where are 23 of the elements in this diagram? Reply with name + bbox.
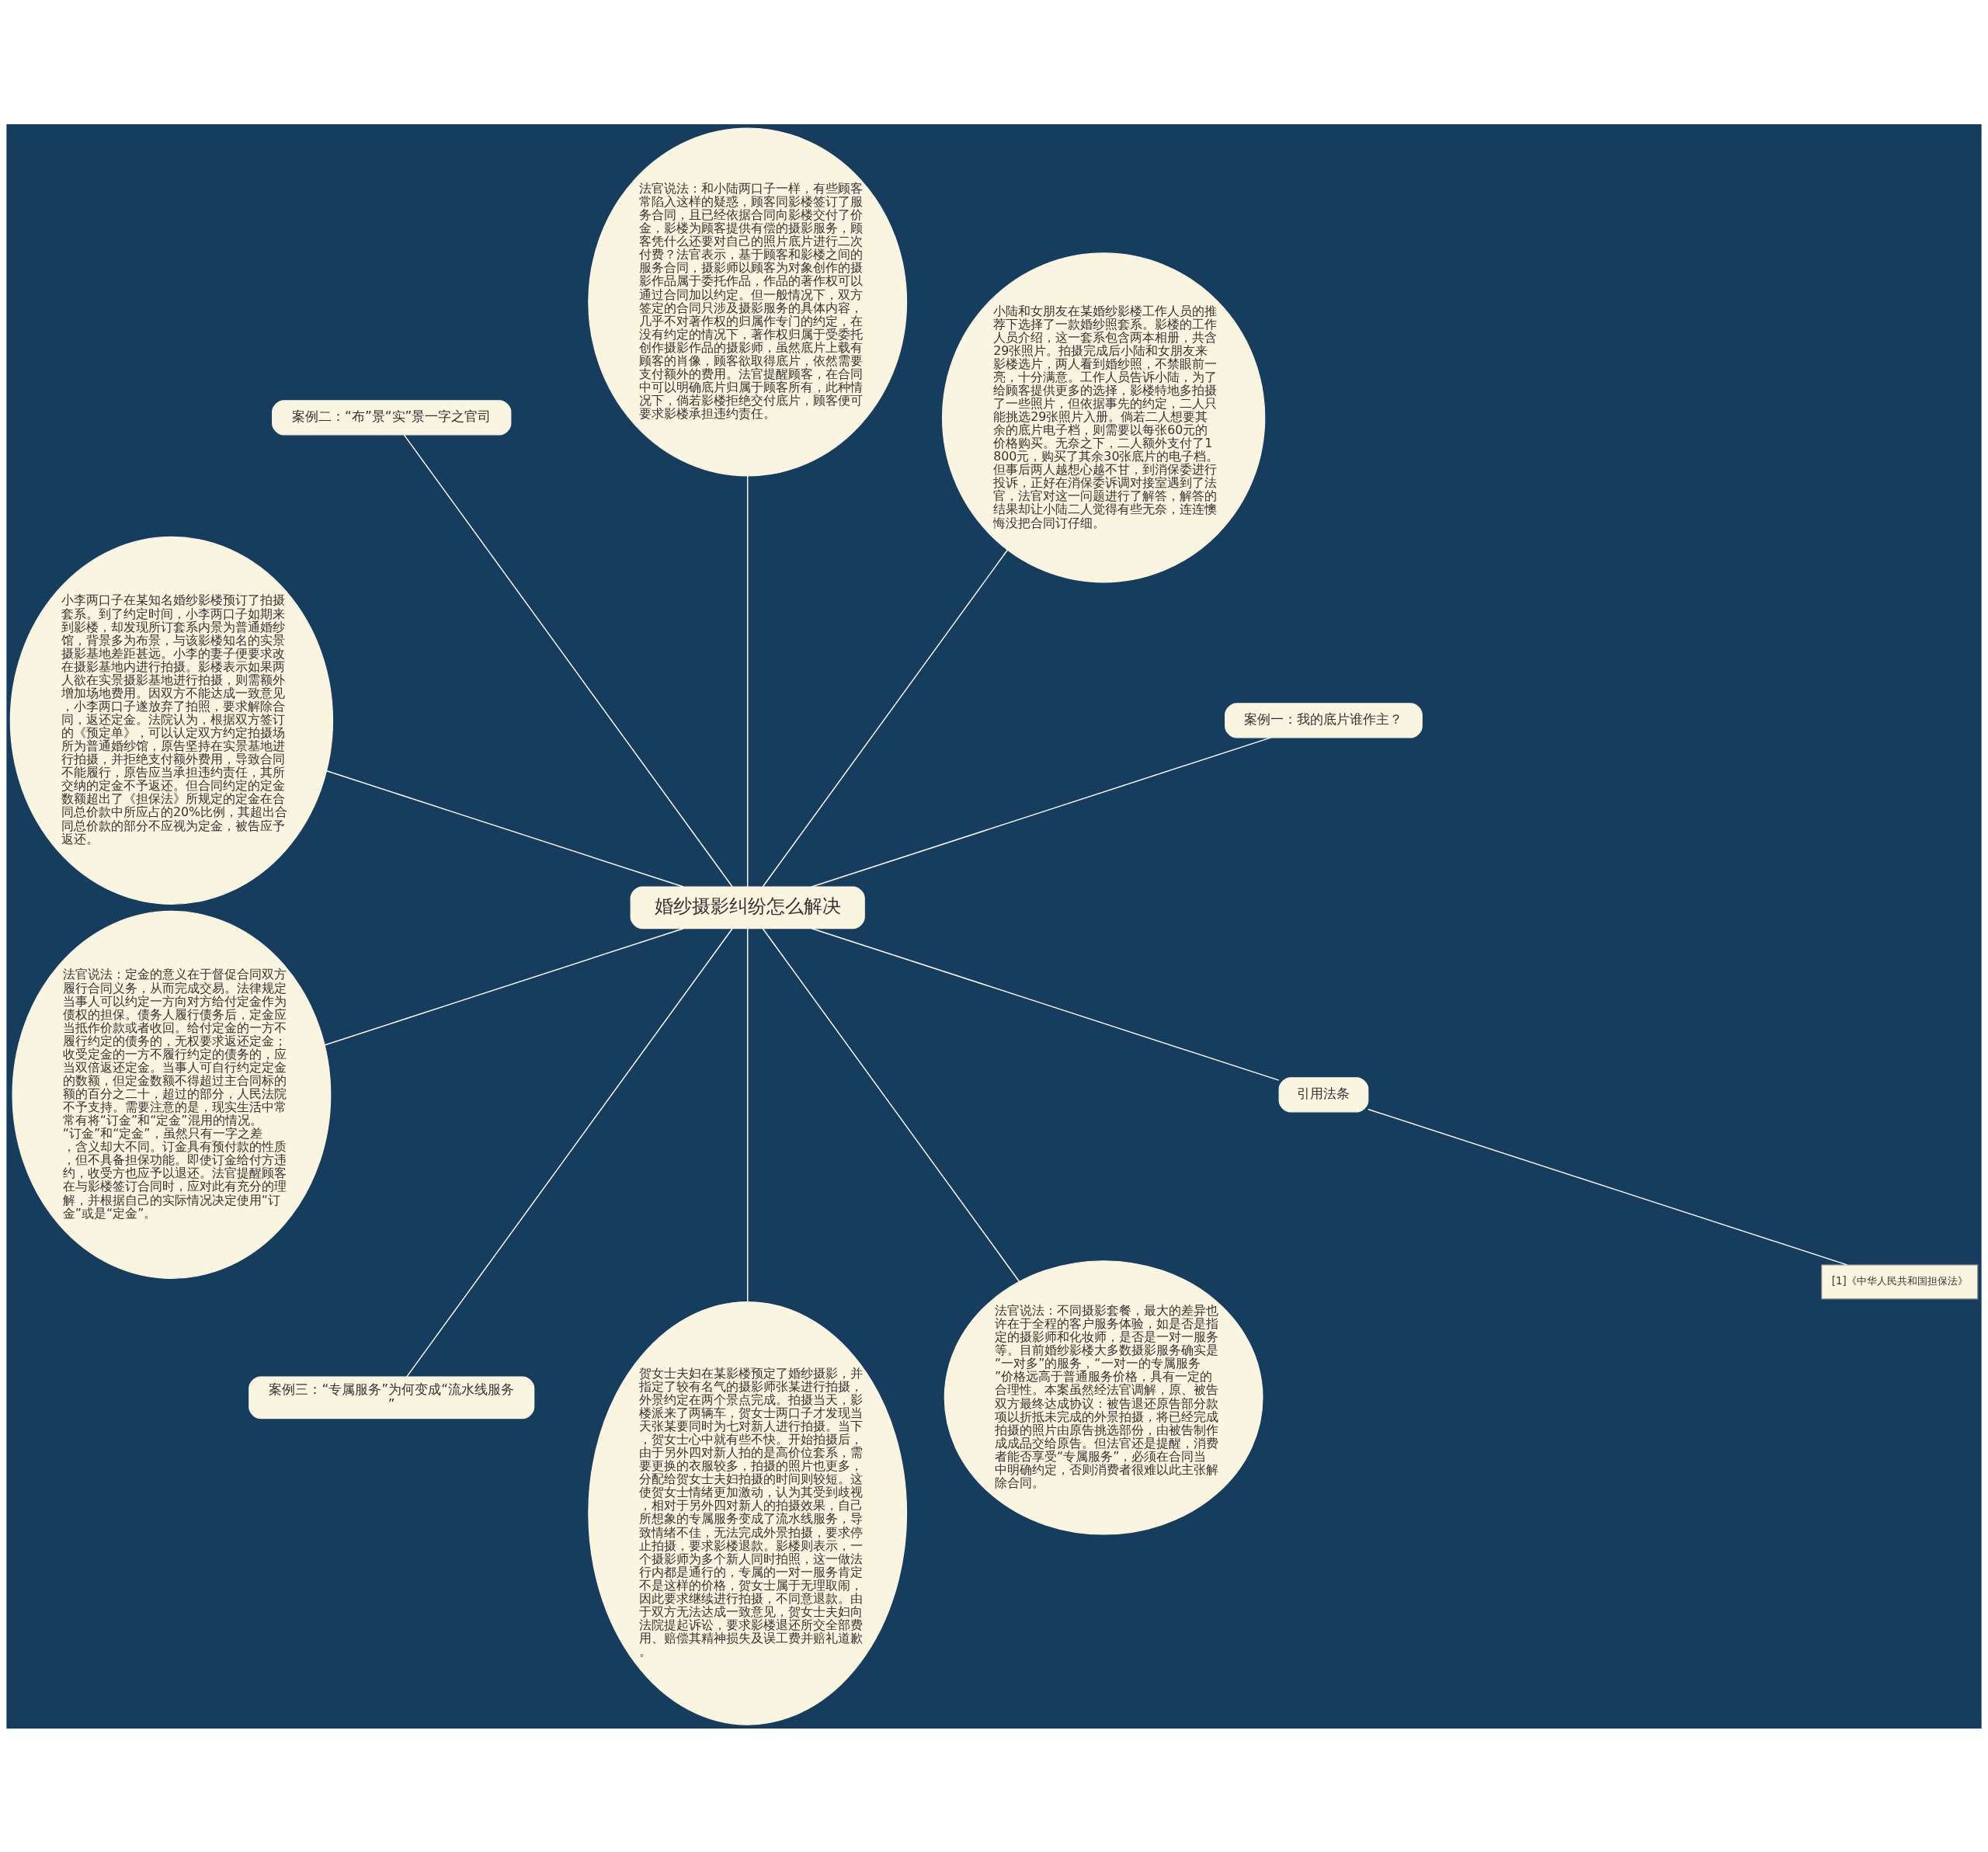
connector [762, 549, 1009, 887]
node-box: 婚纱摄影纠纷怎么解决 [630, 885, 865, 929]
node-ellipse: 法官说法：定金的意义在于督促合同双方履行合同义务，从而完成交易。法律规定当事人可以约定一方向对方给付定金作为债权的担保。债务人履行债务后，定金应当抵作价款或者收回。给付定金的一方不履行约定的债务的，无权要求返还定金；收受定金的一方不履行约定的债务的，应当双倍返还定金。当事人可自行约定定金的数额，但定金数额不得超过主合同标的额的百分之二十，超过的部分，人民法院不予支持。需要注意的是，现实生活中常常有将“订金”和“定金”混用的情况。“订金”和“定金”，虽然只有一字之差，含义却大不同。订金具有预付款的性质，但不具备担保功能。即使订金给付方违约，收受方也应予以退还。法官提醒顾客在与影楼签订合同时，应对此有充分的理解，并根据自己的实际情况决定使用“订金”或是“定金”。 [12, 910, 332, 1279]
node-circle: 法官说法：和小陆两口子一样，有些顾客常陷入这样的疑惑，顾客同影楼签订了服务合同，且已经依据合同向影楼交付了价金，影楼为顾客提供有偿的摄影服务，顾客凭什么还要对自己的照片底片进行二次付费？法官表示，基于顾客和影楼之间的服务合同，摄影师以顾客为对象创作的摄影作品属于委托作品，作品的著作权可以通过合同加以约定。但一般情况下，双方签定的合同只涉及摄影服务的具体内容，几乎不对著作权的归属作专门的约定，在没有约定的情况下，著作权归属于受委托创作摄影作品的摄影师，虽然底片上载有顾客的肖像，顾客欲取得底片，依然需要支付额外的费用。法官提醒顾客，在合同中可以明确底片归属于顾客所有，此种情况下，倘若影楼拒绝交付底片，顾客便可要求影楼承担违约责任。 [588, 127, 908, 476]
node-box: 引用法条 [1278, 1076, 1369, 1112]
connector [811, 736, 1272, 888]
node-box: 案例二：“布”景“实”景一字之官司 [272, 399, 512, 435]
node-box: 案例一：我的底片谁作主？ [1225, 702, 1423, 738]
connector [811, 927, 1280, 1081]
node-ellipse: 法官说法：不同摄影套餐，最大的差异也许在于全程的客户服务体验，如是否是指定的摄影师和化妆师，是否是一对一服务等。目前婚纱影楼大多数摄影服务确实是“一对多”的服务，“一对一的专属服务”价格远高于普通服务价格，具有一定的合理性。本案虽然经法官调解，原、被告双方最终达成协议：被告退还原告部分款项以折抵未完成的外景拍摄，将已经完成拍摄的照片由原告挑选部份，由被告制作成成品交给原告。但法官还是提醒，消费者能否享受“专属服务”，必须在合同当中明确约定，否则消费者很难以此主张解除合同。 [944, 1260, 1263, 1535]
node-ellipse: 小李两口子在某知名婚纱影楼预订了拍摄套系。到了约定时间，小李两口子如期来到影楼，却发现所订套系内景为普通婚纱馆，背景多为布景，与该影楼知名的实景摄影基地差距甚远。小李的妻子便要求改在摄影基地内进行拍摄。影楼表示如果两人欲在实景摄影基地进行拍摄，则需额外增加场地费用。因双方不能达成一致意见，小李两口子遂放弃了拍照，要求解除合同，返还定金。法院认为，根据双方签订的《预定单》，可以认定双方约定拍摄场所为普通婚纱馆，原告坚持在实景基地进行拍摄，并拒绝支付额外费用，导致合同不能履行，原告应当承担违约责任，其所交纳的定金不予返还。但合同约定的定金数额超出了《担保法》所规定的定金在合同总价款中所应占的20%比例，其超出合同总价款的部分不应视为定金，被告应予返还。 [9, 536, 334, 905]
node-box: 案例三：“专属服务”为何变成“流水线服务” [248, 1375, 535, 1419]
connector [403, 433, 733, 887]
connector [326, 770, 684, 888]
connector [1368, 1108, 1848, 1266]
connector [762, 927, 1020, 1282]
connector [746, 927, 749, 1302]
connector [746, 474, 749, 888]
node-box: [1]《中华人民共和国担保法》 [1821, 1263, 1979, 1299]
connector [406, 927, 733, 1378]
node-circle: 小陆和女朋友在某婚纱影楼工作人员的推荐下选择了一款婚纱照套系。影楼的工作人员介绍，这一套系包含两本相册，共含29张照片。拍摄完成后小陆和女朋友来影楼选片，两人看到婚纱照，不禁眼前一亮，十分满意。工作人员告诉小陆，为了给顾客提供更多的选择，影楼特地多拍摄了一些照片，但依据事先的约定，二人只能挑选29张照片入册。倘若二人想要其余的底片电子档，则需要以每张60元的价格购买。无奈之下，二人额外支付了1800元，购买了其余30张底片的电子档。但事后两人越想心越不甘，到消保委进行投诉，正好在消保委诉调对接室遇到了法官，法官对这一问题进行了解答，解答的结果却让小陆二人觉得有些无奈，连连懊悔没把合同订仔细。 [941, 252, 1266, 582]
node-ellipse: 贺女士夫妇在某影楼预定了婚纱摄影，并指定了较有名气的摄影师张某进行拍摄，外景约定在两个景点完成。拍摄当天，影楼派来了两辆车，贺女士两口子才发现当天张某要同时为七对新人进行拍摄。当下，贺女士心中就有些不快。开始拍摄后，由于另外四对新人拍的是高价位套系，需要更换的衣服较多，拍摄的照片也更多，分配给贺女士夫妇拍摄的时间则较短。这使贺女士情绪更加激动，认为其受到歧视，相对于另外四对新人的拍摄效果，自己所想象的专属服务变成了流水线服务，导致情绪不佳，无法完成外景拍摄，要求停止拍摄，要求影楼退款。影楼则表示，一个摄影师为多个新人同时拍照，这一做法行内都是通行的，专属的一对一服务肯定不是这样的价格，贺女士属于无理取闹，因此要求继续进行拍摄，不同意退款。由于双方无法达成一致意见，贺女士夫妇向法院提起诉讼，要求影楼退还所交全部费用、赔偿其精神损失及误工费并赔礼道歉。 [588, 1301, 908, 1725]
connector [324, 927, 684, 1045]
